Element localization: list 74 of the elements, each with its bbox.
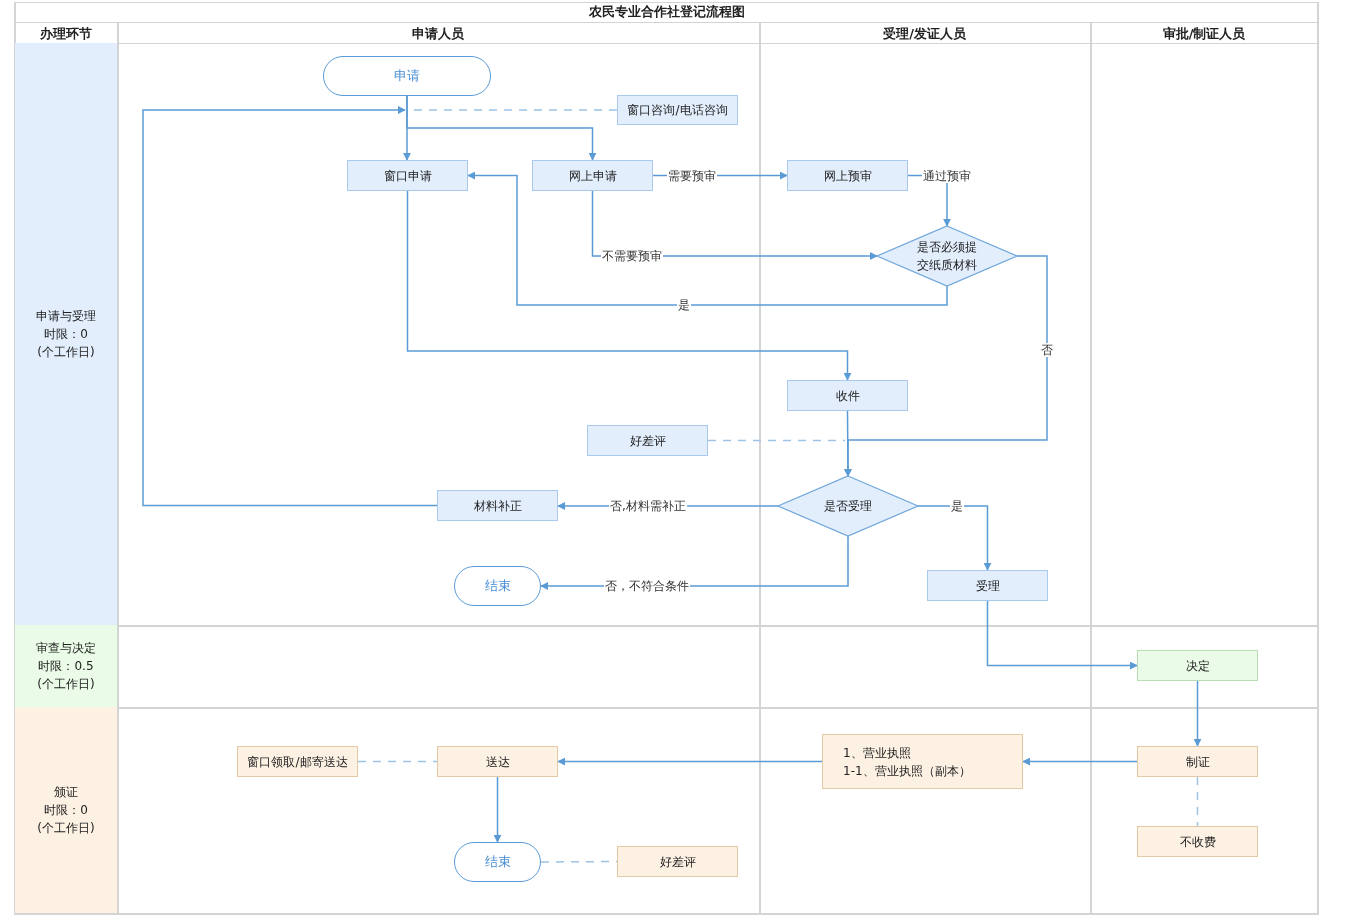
process-box — [587, 425, 708, 456]
arrow — [557, 757, 823, 766]
node-label: 网上预审 — [823, 167, 872, 185]
node-label: 窗口申请 — [383, 167, 432, 185]
process-box — [787, 380, 908, 411]
process-box — [927, 570, 1048, 601]
process-box — [532, 160, 653, 191]
node-label: 窗口咨询/电话咨询 — [627, 102, 728, 119]
arrow — [917, 505, 992, 571]
arrow — [467, 171, 948, 306]
edge-label: 需要预审 — [667, 169, 717, 183]
phase-name: 申请与受理 — [36, 308, 96, 325]
arrow — [843, 410, 852, 477]
dashed-connector — [357, 760, 438, 763]
process-box — [437, 746, 558, 777]
process-box — [347, 160, 468, 191]
diagram-title: 农民专业合作社登记流程图 — [587, 3, 746, 21]
edge-label: 是 — [677, 298, 691, 312]
decision-diamond — [877, 226, 1017, 286]
arrow — [406, 190, 852, 381]
phase-name: 颁证 — [54, 784, 78, 801]
decision-diamond — [778, 476, 918, 536]
node-label: 送达 — [485, 753, 510, 771]
edge-label: 不需要预审 — [601, 249, 663, 263]
node-label: 是否受理 — [824, 498, 872, 515]
node-label: 收件 — [835, 387, 860, 405]
phase-cell — [15, 43, 117, 625]
dashed-connector — [1196, 776, 1199, 827]
process-box — [237, 746, 358, 777]
edge-label: 否，不符合条件 — [604, 579, 690, 593]
time-limit: 时限：0 (个工作日) — [36, 326, 96, 361]
node-label: 结束 — [484, 577, 511, 596]
node-label: 制证 — [1185, 753, 1210, 771]
node-label: 结束 — [484, 853, 511, 872]
process-box — [787, 160, 908, 191]
edge-label: 通过预审 — [922, 169, 972, 183]
node-label: 受理 — [975, 577, 1000, 595]
column-header: 申请人员 — [411, 25, 465, 43]
process-box — [617, 846, 738, 877]
arrow — [493, 776, 502, 843]
node-label: 窗口领取/邮寄送达 — [247, 753, 348, 771]
arrow — [1022, 757, 1138, 766]
arrow — [1193, 680, 1202, 747]
node-label: 好差评 — [659, 853, 696, 871]
node-label: 好差评 — [629, 432, 666, 450]
column-header: 办理环节 — [39, 25, 93, 43]
column-header: 受理/发证人员 — [882, 25, 967, 43]
edge-label: 否,材料需补正 — [609, 499, 687, 513]
phase-name: 审查与决定 — [36, 640, 96, 657]
process-box — [1137, 650, 1258, 681]
column-header: 审批/制证人员 — [1161, 25, 1247, 43]
process-box — [437, 490, 558, 521]
process-box — [1137, 826, 1258, 857]
node-label: 不收费 — [1179, 833, 1216, 851]
node-label: 材料补正 — [473, 497, 522, 515]
phase-cell — [15, 707, 117, 913]
arrow — [142, 106, 438, 507]
arrow — [986, 600, 1138, 670]
process-box — [1137, 746, 1258, 777]
phase-cell — [15, 625, 117, 707]
node-label: 决定 — [1185, 657, 1210, 675]
node-label: 1-1、营业执照（副本） — [843, 762, 971, 780]
arrow — [406, 95, 597, 161]
process-box — [822, 734, 1023, 789]
node-label: 申请 — [394, 67, 420, 86]
edge-label: 是 — [950, 499, 964, 513]
node-label: 网上申请 — [568, 167, 617, 185]
process-box — [617, 95, 738, 125]
edge-label: 否 — [1040, 343, 1054, 357]
node-label: 是否必须提交纸质材料 — [916, 239, 978, 274]
node-label: 1、营业执照 — [843, 744, 911, 762]
time-limit: 时限：0 (个工作日) — [36, 802, 96, 837]
time-limit: 时限：0.5 (个工作日) — [36, 658, 96, 693]
dashed-connector — [707, 439, 846, 442]
